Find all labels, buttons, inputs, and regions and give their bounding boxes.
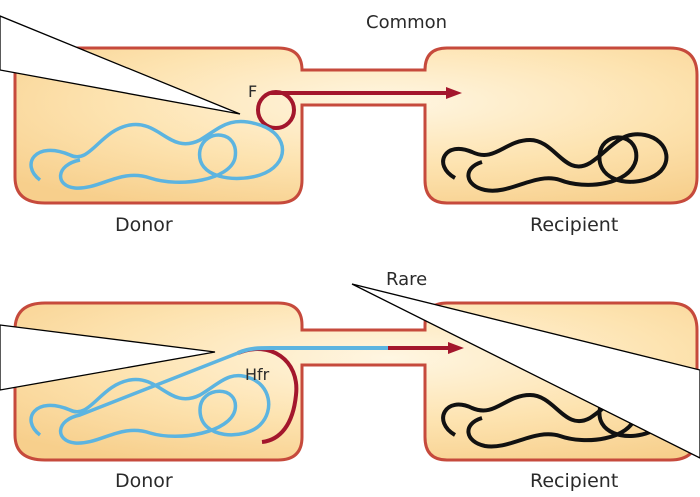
top-panel: Common F Donor Recipient — [15, 12, 697, 236]
bottom-recipient-label: Recipient — [530, 470, 618, 492]
top-recipient-label: Recipient — [530, 214, 618, 236]
bottom-panel-label: Rare — [386, 269, 427, 290]
top-donor-label: Donor — [115, 214, 173, 236]
top-panel-label: Common — [366, 12, 447, 33]
bottom-donor-label: Donor — [115, 470, 173, 492]
bottom-plasmid-label: Hfr — [245, 365, 270, 384]
top-plasmid-label: F — [248, 82, 257, 101]
